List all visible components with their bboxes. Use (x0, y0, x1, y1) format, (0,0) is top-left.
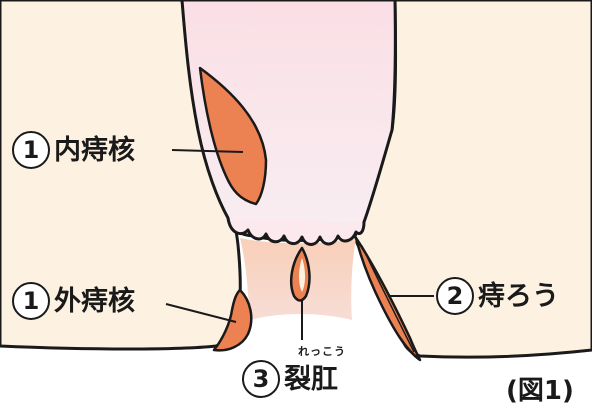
label-number: 1 (12, 282, 50, 320)
label-text: 外痔核 (54, 288, 135, 315)
label-text: 内痔核 (54, 137, 135, 164)
label-external-hemorrhoid: 1 外痔核 (12, 282, 135, 320)
label-internal-hemorrhoid: 1 内痔核 (12, 131, 135, 169)
label-text: 痔ろう (478, 283, 559, 310)
label-anal-fissure: 3 裂肛 (242, 360, 338, 398)
label-number: 1 (12, 131, 50, 169)
fissure-reading: れっこう (298, 343, 346, 359)
label-text: 裂肛 (284, 366, 338, 393)
label-anal-fistula: 2 痔ろう (436, 277, 559, 315)
label-number: 2 (436, 277, 474, 315)
figure-caption: (図1) (506, 370, 574, 407)
label-number: 3 (242, 360, 280, 398)
